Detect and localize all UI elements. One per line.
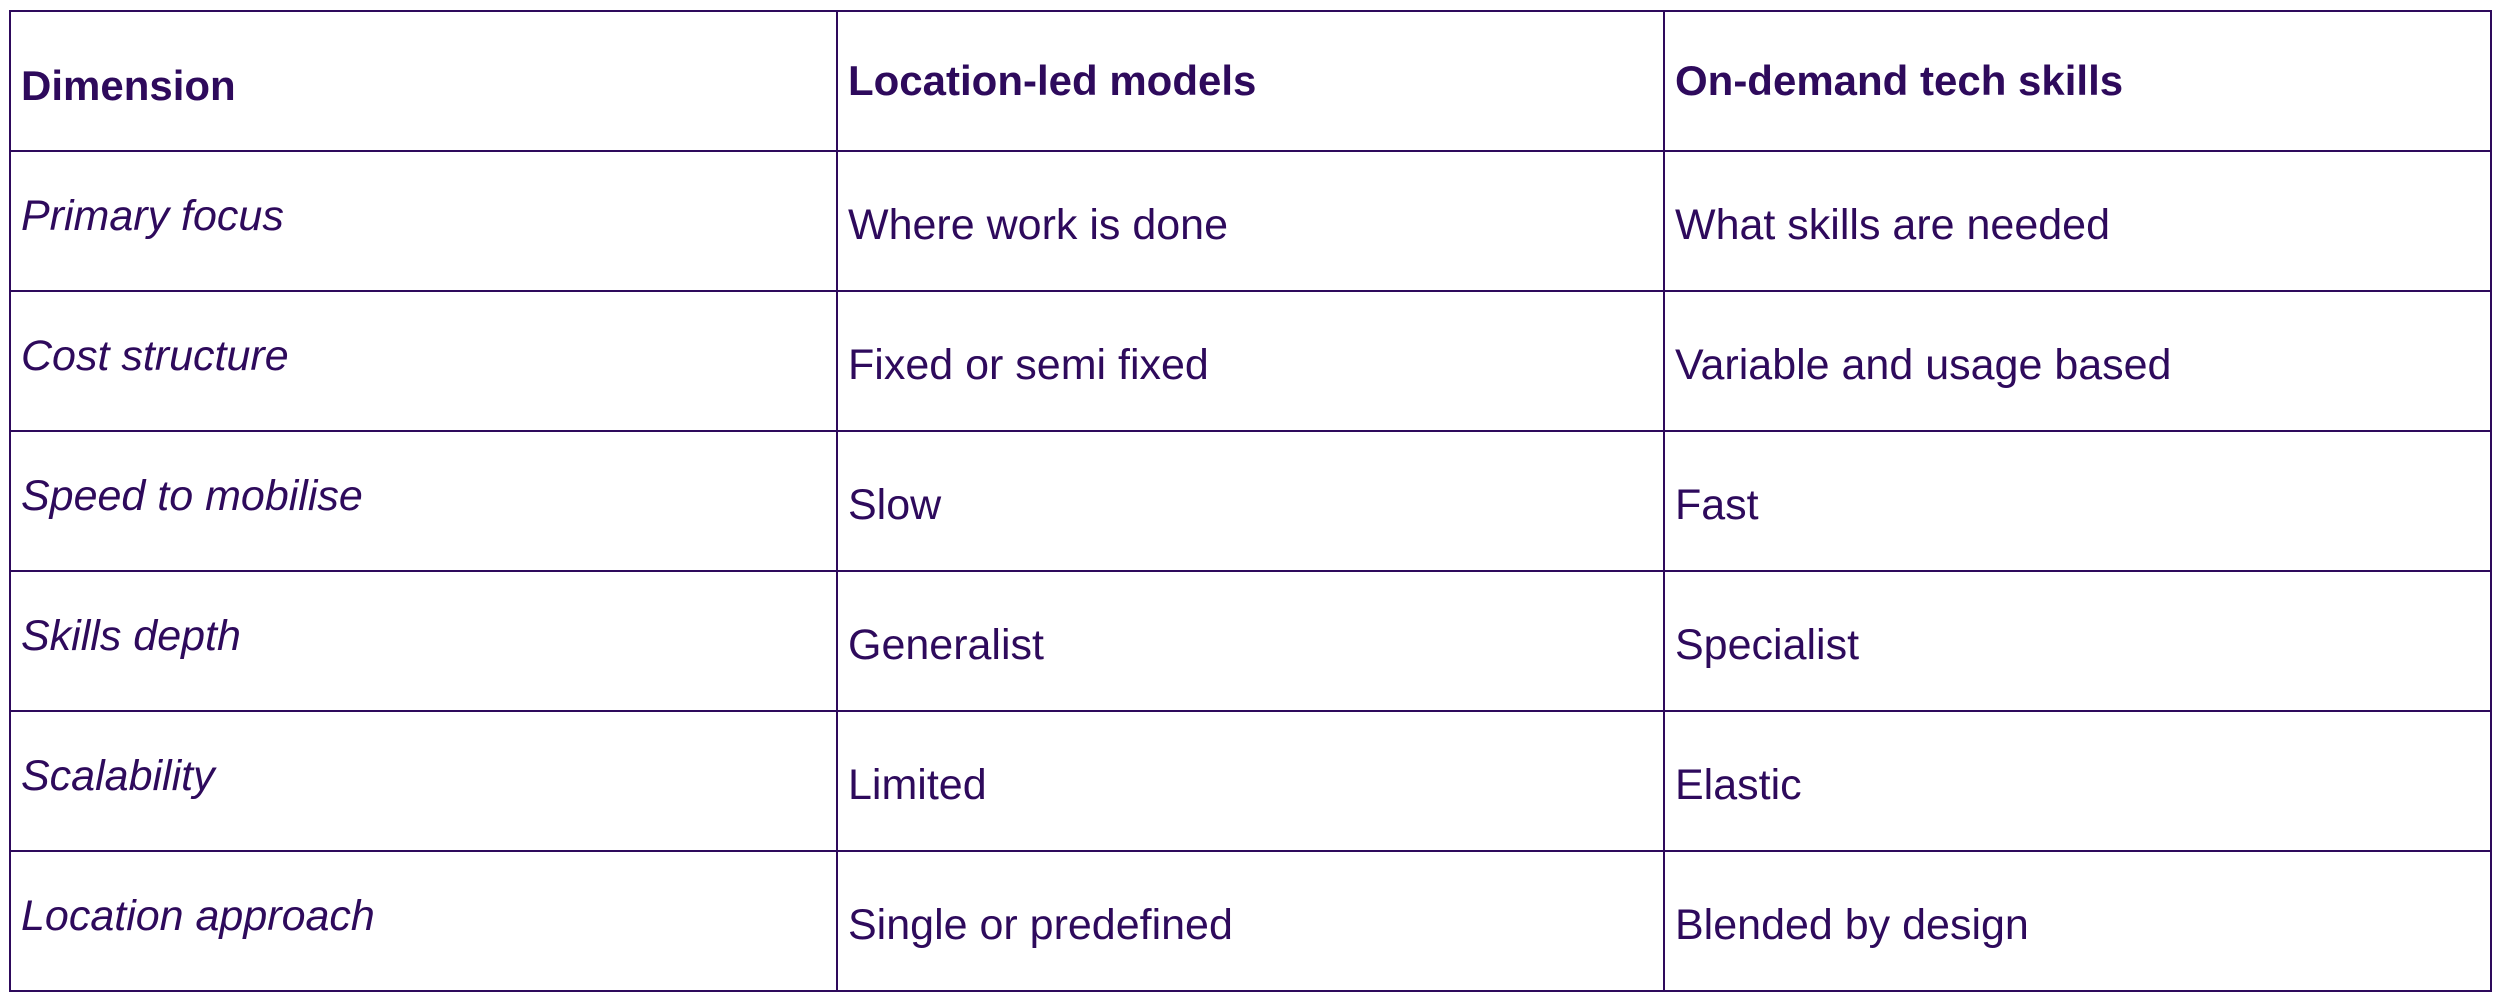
dimension-cell: Speed to mobilise <box>9 430 838 572</box>
table-row: Location approach Single or predefined B… <box>9 850 2492 992</box>
location-led-cell: Slow <box>836 430 1665 572</box>
location-led-cell: Fixed or semi fixed <box>836 290 1665 432</box>
on-demand-cell: What skills are needed <box>1663 150 2492 292</box>
location-led-cell: Generalist <box>836 570 1665 712</box>
table-row: Cost structure Fixed or semi fixed Varia… <box>9 290 2492 432</box>
table-row: Primary focus Where work is done What sk… <box>9 150 2492 292</box>
header-dimension: Dimension <box>9 10 838 152</box>
location-led-cell: Where work is done <box>836 150 1665 292</box>
dimension-cell: Primary focus <box>9 150 838 292</box>
comparison-table: Dimension Location-led models On-demand … <box>9 10 2492 992</box>
header-location-led-models: Location-led models <box>836 10 1665 152</box>
on-demand-cell: Elastic <box>1663 710 2492 852</box>
table-row: Scalability Limited Elastic <box>9 710 2492 852</box>
table-header-row: Dimension Location-led models On-demand … <box>9 10 2492 152</box>
dimension-cell: Location approach <box>9 850 838 992</box>
dimension-cell: Scalability <box>9 710 838 852</box>
location-led-cell: Limited <box>836 710 1665 852</box>
on-demand-cell: Fast <box>1663 430 2492 572</box>
on-demand-cell: Blended by design <box>1663 850 2492 992</box>
dimension-cell: Cost structure <box>9 290 838 432</box>
dimension-cell: Skills depth <box>9 570 838 712</box>
on-demand-cell: Specialist <box>1663 570 2492 712</box>
table-row: Skills depth Generalist Specialist <box>9 570 2492 712</box>
table-row: Speed to mobilise Slow Fast <box>9 430 2492 572</box>
on-demand-cell: Variable and usage based <box>1663 290 2492 432</box>
location-led-cell: Single or predefined <box>836 850 1665 992</box>
header-on-demand-tech-skills: On-demand tech skills <box>1663 10 2492 152</box>
